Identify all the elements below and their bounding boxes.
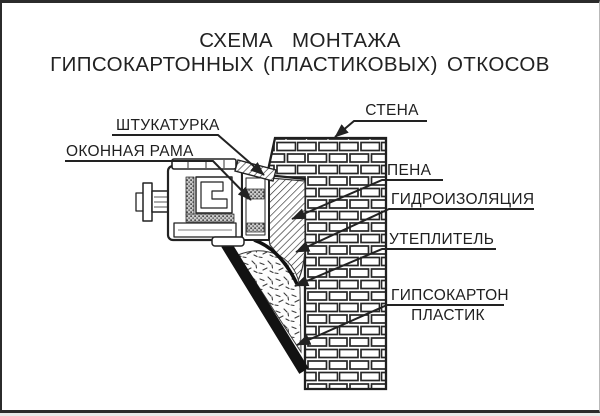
- plastic-label: ПЛАСТИК: [411, 307, 485, 324]
- drywall-label: ГИПСОКАРТОН: [391, 287, 509, 304]
- window-frame-label: ОКОННАЯ РАМА: [66, 143, 194, 160]
- foam-leader: [291, 179, 443, 220]
- window-frame: [135, 158, 270, 247]
- wall-leader: [334, 120, 427, 138]
- window-frame-leader: [65, 160, 252, 201]
- insulation-area: [237, 250, 302, 354]
- frame-jamb-seal-bottom: [246, 222, 265, 233]
- frame-bottom-bump: [211, 236, 245, 247]
- diagram-title-line1: СХЕМА МОНТАЖА: [199, 29, 401, 52]
- drywall-leader: [296, 304, 504, 346]
- waterproofing-leader: [295, 208, 534, 253]
- wall-label: СТЕНА: [365, 102, 419, 119]
- waterproofing-membrane: [253, 238, 299, 285]
- waterproofing-label: ГИДРОИЗОЛЯЦИЯ: [391, 191, 534, 208]
- plaster-label: ШТУКАТУРКА: [116, 117, 220, 134]
- slope-panel: [221, 241, 309, 374]
- leader-lines: [65, 120, 534, 346]
- frame-chamber-profile: [200, 181, 228, 209]
- foam-label: ПЕНА: [387, 162, 432, 179]
- insulation-label: УТЕПЛИТЕЛЬ: [389, 231, 494, 248]
- slope-mounting-diagram: СХЕМА МОНТАЖА ГИПСОКАРТОННЫХ (ПЛАСТИКОВЫ…: [50, 29, 550, 391]
- frame-seal-mid: [185, 213, 235, 223]
- frame-seal-left: [185, 176, 195, 216]
- diagram-title-line2: ГИПСОКАРТОННЫХ (ПЛАСТИКОВЫХ) ОТКОСОВ: [50, 53, 550, 76]
- insulation-leader: [294, 248, 496, 287]
- plaster-leader: [112, 134, 265, 176]
